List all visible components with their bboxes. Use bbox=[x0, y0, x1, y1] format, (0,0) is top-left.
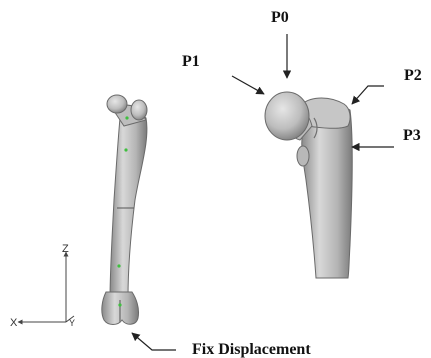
arrow-p1 bbox=[232, 76, 264, 94]
proximal-shaft bbox=[302, 107, 353, 278]
marker-dot bbox=[124, 148, 127, 151]
coordinate-axes: Z X Y bbox=[10, 243, 75, 329]
axis-label-y: Y bbox=[69, 318, 75, 328]
marker-dot bbox=[117, 264, 120, 267]
femur-trochanter-small bbox=[131, 100, 147, 120]
proximal-femur bbox=[265, 92, 352, 278]
label-p0: P0 bbox=[271, 9, 289, 26]
femur-head-small bbox=[107, 95, 127, 113]
label-p2: P2 bbox=[404, 67, 422, 84]
label-fix-displacement: Fix Displacement bbox=[192, 341, 311, 358]
lesser-trochanter bbox=[297, 146, 309, 166]
label-p3: P3 bbox=[403, 127, 421, 144]
label-p1: P1 bbox=[182, 53, 200, 70]
arrow-fix bbox=[132, 333, 176, 350]
axis-label-z: Z bbox=[62, 243, 69, 255]
femoral-head bbox=[265, 92, 309, 140]
load-arrows bbox=[132, 34, 394, 350]
marker-dot bbox=[125, 116, 128, 119]
axis-label-x: X bbox=[10, 317, 18, 329]
marker-dot bbox=[118, 303, 121, 306]
arrow-p2 bbox=[352, 86, 384, 104]
full-femur bbox=[102, 95, 147, 325]
femur-shaft bbox=[110, 114, 147, 300]
